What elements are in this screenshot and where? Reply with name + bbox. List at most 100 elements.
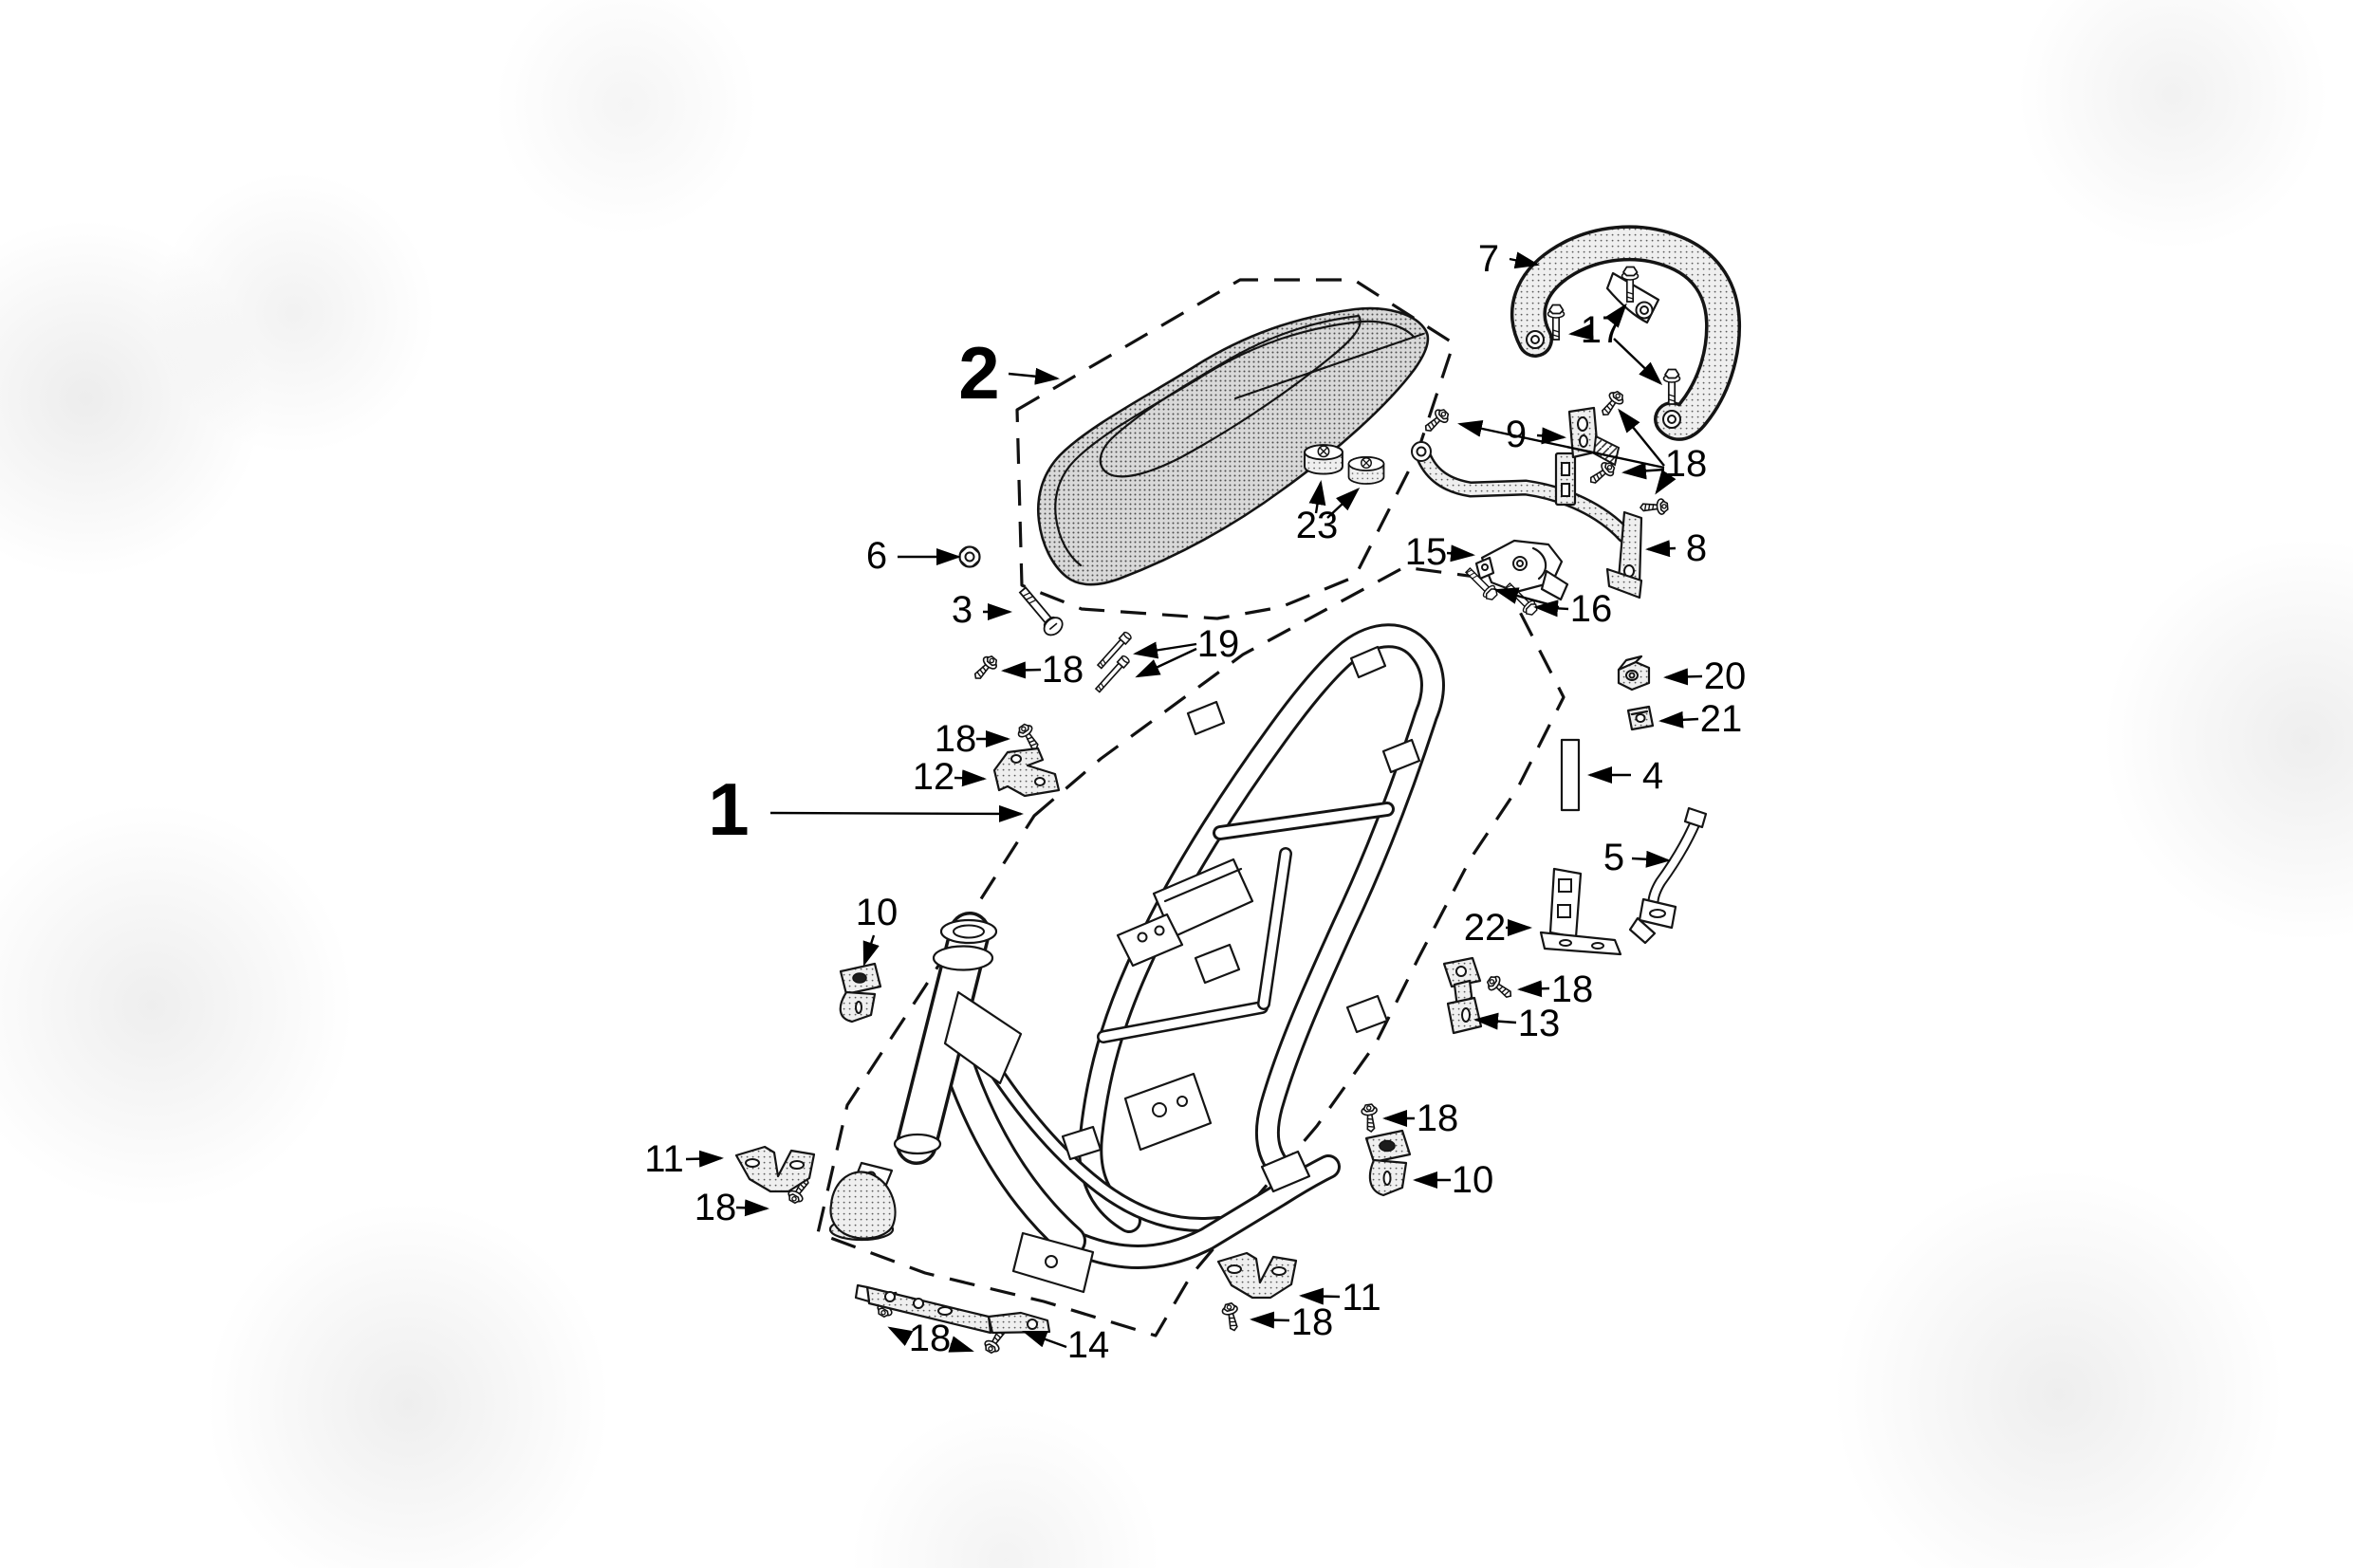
leader-arrow-11b <box>1299 1287 1341 1305</box>
part-label-18a: 18 <box>1665 443 1708 485</box>
part-label-16: 16 <box>1570 588 1613 630</box>
leader-arrow-19 <box>1135 647 1197 678</box>
clip-21 <box>1626 705 1655 731</box>
bracket-5 <box>1628 806 1708 945</box>
part-label-10a: 10 <box>856 892 899 933</box>
bolt-3 <box>1018 586 1064 636</box>
leader-arrow-23 <box>1326 487 1361 519</box>
part-label-10b: 10 <box>1452 1159 1494 1201</box>
part-label-7: 7 <box>1478 238 1499 280</box>
part-label-18c: 18 <box>935 718 977 760</box>
screw-18 <box>1014 721 1045 754</box>
bracket-13 <box>1442 956 1483 1035</box>
screw-18 <box>1220 1301 1244 1334</box>
leader-arrow-18a <box>1621 462 1665 480</box>
leader-arrow-18a <box>1457 420 1665 470</box>
leader-arrow-2 <box>1008 367 1060 385</box>
grab-rail-part-drawing <box>1510 225 1742 441</box>
leader-arrow-18g <box>1250 1311 1290 1329</box>
part-label-20: 20 <box>1704 655 1747 697</box>
leader-arrow-17 <box>1568 323 1594 341</box>
leader-arrow-18a <box>1655 469 1677 495</box>
bracket-11 <box>1216 1251 1298 1300</box>
bumper-23 <box>1347 456 1385 485</box>
part-label-11b: 11 <box>1342 1277 1381 1319</box>
leader-arrow-10a <box>862 934 880 967</box>
part-label-18g: 18 <box>1291 1301 1334 1343</box>
leader-arrow-11a <box>685 1150 724 1168</box>
leader-arrow-5 <box>1631 850 1671 868</box>
part-label-15: 15 <box>1405 531 1448 573</box>
part-label-13: 13 <box>1518 1003 1561 1044</box>
seat-part-drawing <box>1037 306 1430 586</box>
part-label-19: 19 <box>1197 623 1240 665</box>
leader-arrow-14 <box>1022 1330 1067 1349</box>
part-label-18e: 18 <box>1417 1098 1459 1139</box>
leader-arrow-13 <box>1473 1012 1517 1030</box>
part-label-18h: 18 <box>909 1318 952 1359</box>
part-label-17: 17 <box>1581 309 1623 351</box>
leader-arrow-18d <box>1517 980 1550 998</box>
bracket-12 <box>992 747 1061 798</box>
crossmember-14 <box>854 1283 1051 1335</box>
leader-arrow-7 <box>1509 251 1540 269</box>
screw-18 <box>970 652 1001 685</box>
screw-18 <box>1639 497 1669 517</box>
strip-4 <box>1560 738 1581 812</box>
screw-18 <box>1360 1102 1380 1134</box>
part-label-6: 6 <box>866 535 887 577</box>
part-label-8: 8 <box>1686 527 1707 569</box>
leader-arrow-16 <box>1493 587 1560 609</box>
leader-arrow-12 <box>954 769 987 787</box>
seat-lock-part-drawing <box>1474 539 1569 601</box>
part-label-1: 1 <box>708 767 749 851</box>
screw-18 <box>1484 972 1517 1003</box>
leader-arrow-18h <box>887 1326 914 1346</box>
leader-arrow-19 <box>1133 641 1197 659</box>
bolt-17 <box>1662 368 1681 405</box>
frame-part-drawing <box>828 623 1445 1294</box>
leader-arrow-18a <box>1618 408 1665 467</box>
bracket-11 <box>734 1145 816 1193</box>
leader-arrow-9 <box>1536 427 1566 445</box>
dashed-boundaries <box>816 278 1566 1337</box>
part-label-2: 2 <box>958 331 999 415</box>
part-label-12: 12 <box>913 756 955 798</box>
bracket-8 <box>1605 510 1643 600</box>
part-label-11a: 11 <box>644 1138 684 1180</box>
hardware-parts <box>785 266 1681 1356</box>
part-label-18b: 18 <box>1042 649 1084 691</box>
bracket-22 <box>1539 867 1622 956</box>
bumper-23 <box>1304 444 1343 475</box>
leader-arrow-17 <box>1613 338 1663 386</box>
leader-arrow-15 <box>1446 544 1475 563</box>
part-label-18f: 18 <box>695 1187 737 1228</box>
leader-arrow-21 <box>1658 710 1699 729</box>
part-label-21: 21 <box>1700 698 1743 740</box>
part-label-3: 3 <box>952 589 973 631</box>
leader-arrow-17 <box>1604 303 1627 328</box>
part-label-18d: 18 <box>1551 968 1594 1010</box>
part-label-22: 22 <box>1464 907 1507 949</box>
part-label-23: 23 <box>1296 505 1339 546</box>
leader-arrow-23 <box>1308 480 1326 514</box>
part-label-9: 9 <box>1506 414 1527 455</box>
part-label-5: 5 <box>1603 837 1624 878</box>
part-label-4: 4 <box>1642 755 1663 797</box>
callout-layer: 1234567891010111112131415161718181818181… <box>644 238 1746 1366</box>
leader-arrow-1 <box>769 804 1024 822</box>
nut-6 <box>958 545 981 568</box>
leader-arrow-18h <box>948 1336 974 1353</box>
bracket-10 <box>1364 1129 1412 1197</box>
bracket-parts <box>734 747 1708 1335</box>
screw-18 <box>1420 405 1453 437</box>
leader-arrow-18b <box>1001 661 1042 679</box>
dashed-boundary-frame-group <box>816 565 1566 1337</box>
leader-arrow-8 <box>1645 540 1677 558</box>
dashed-boundary-seat-group <box>1015 278 1455 620</box>
clip-nut-20 <box>1617 655 1651 692</box>
pin-19 <box>1093 654 1131 694</box>
part-label-14: 14 <box>1067 1324 1110 1366</box>
